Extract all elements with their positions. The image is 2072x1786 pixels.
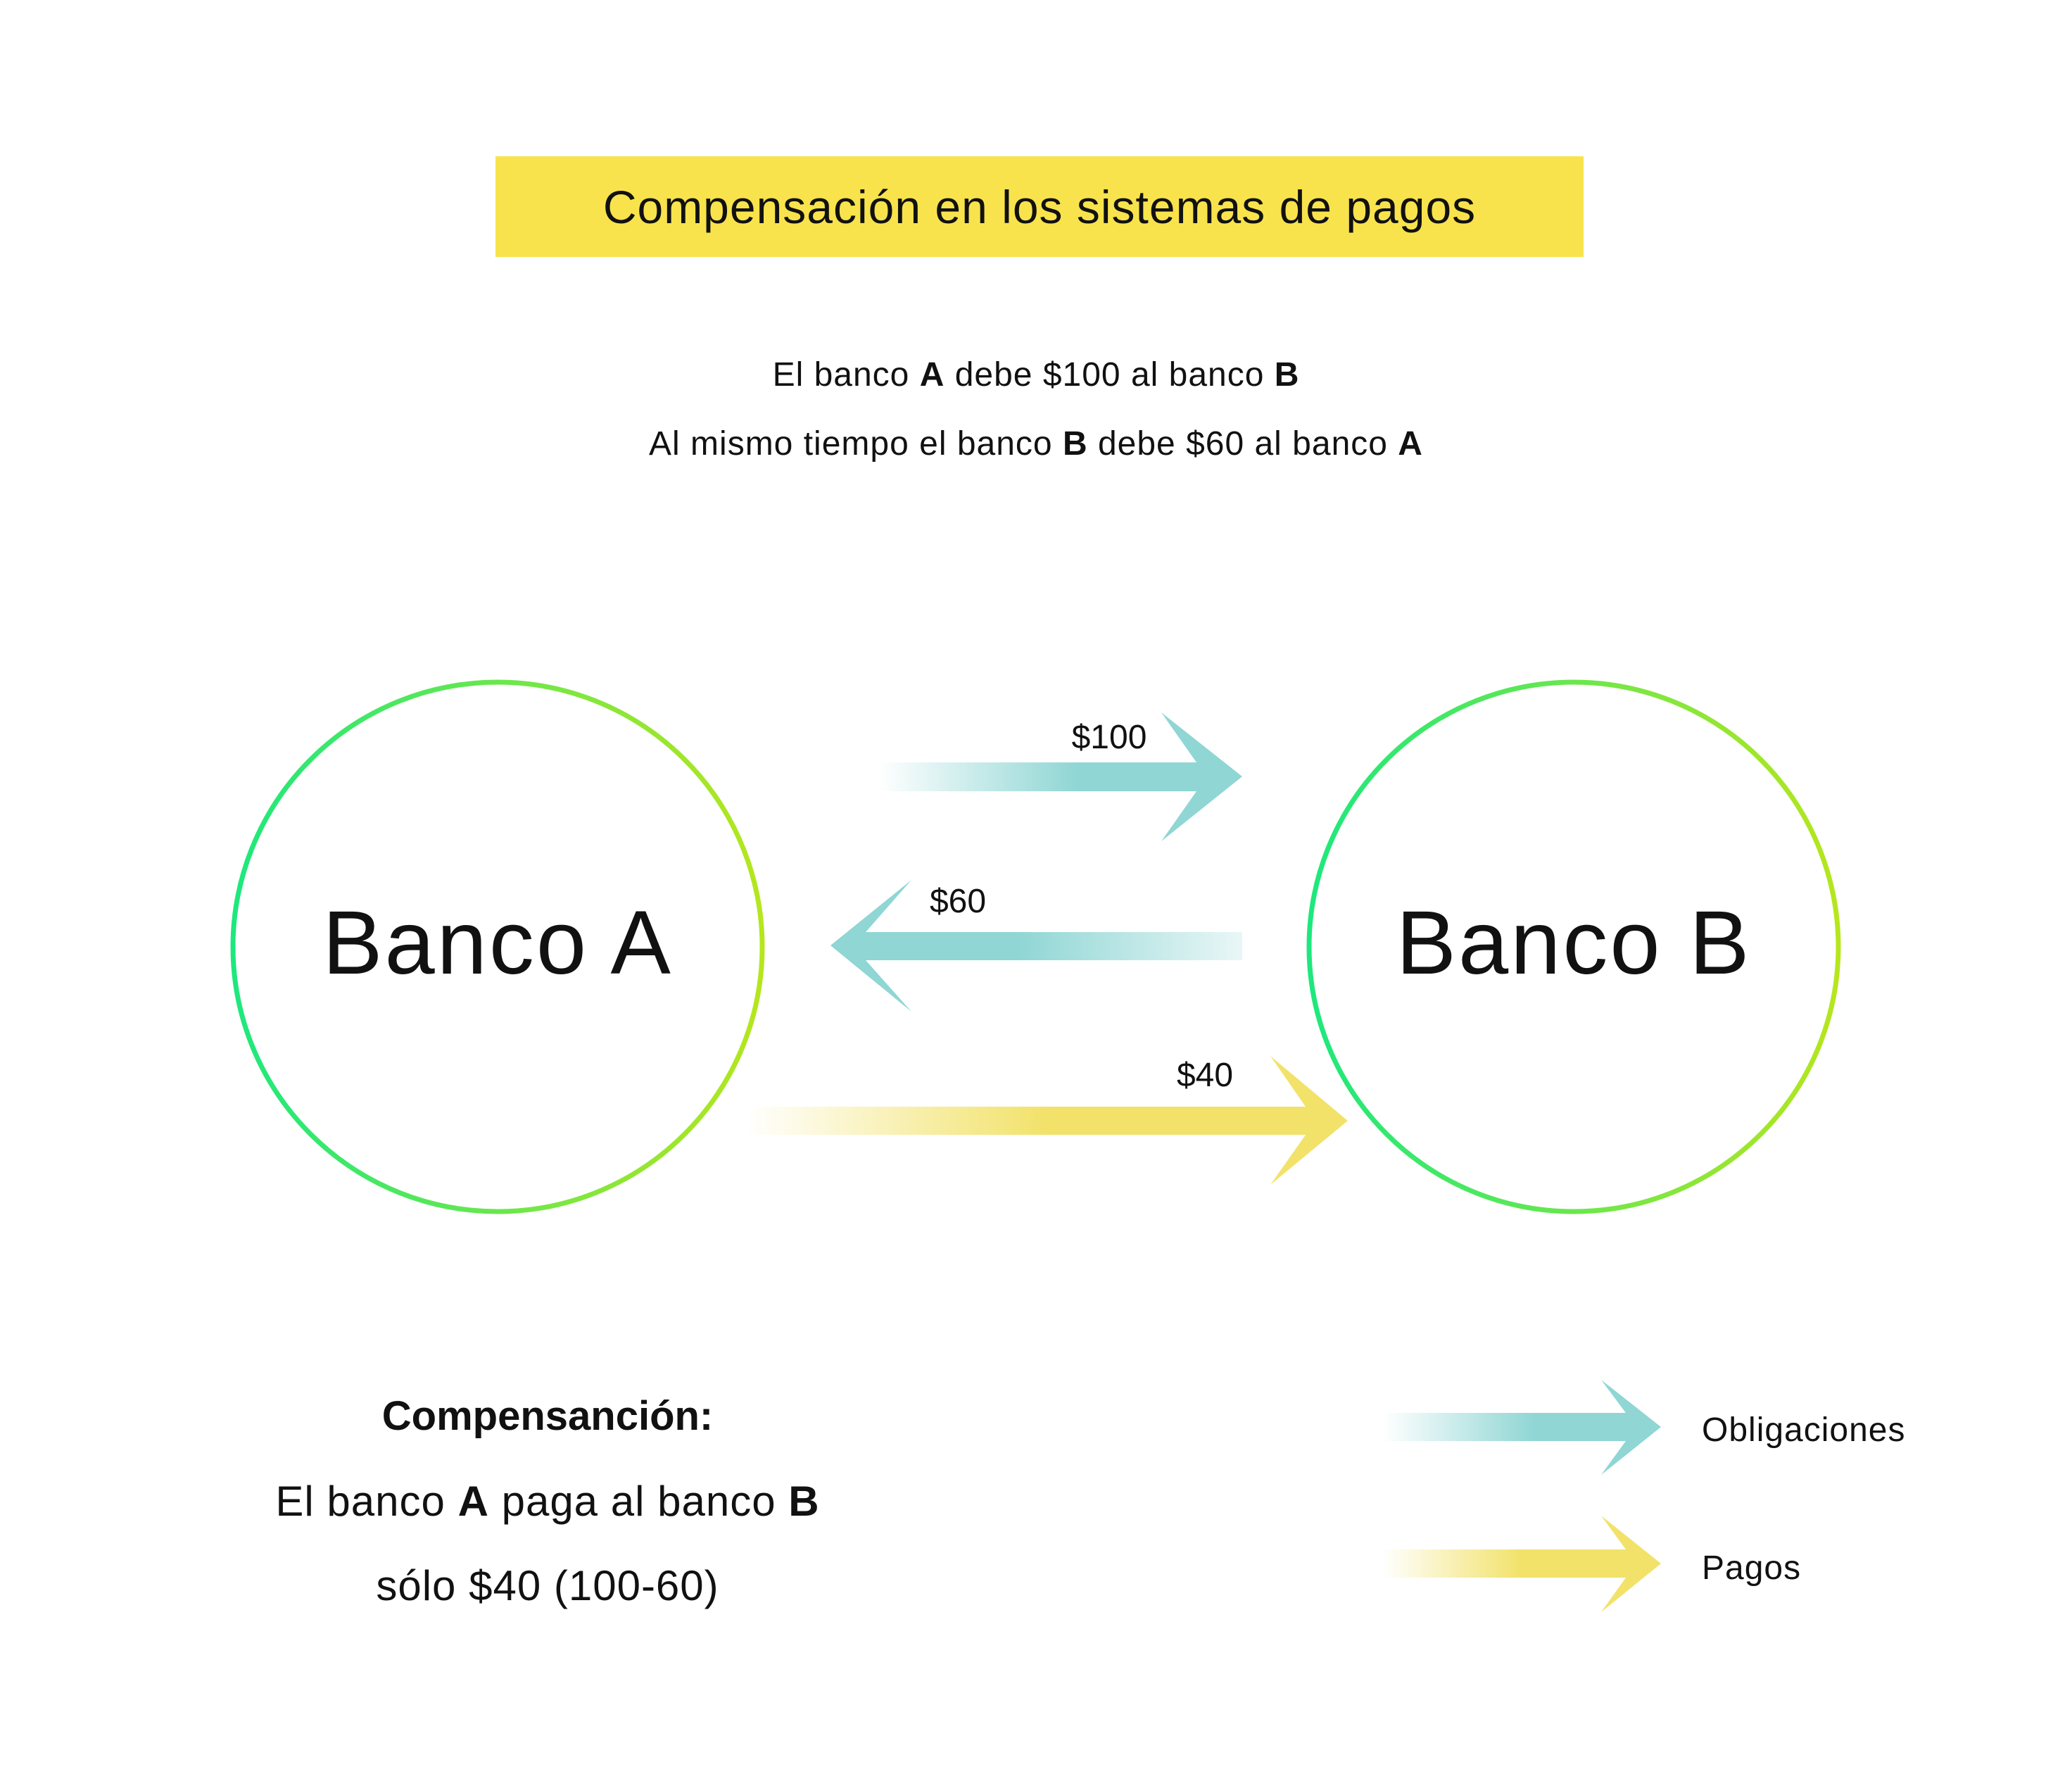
title-text: Compensación en los sistemas de pagos [602, 180, 1477, 233]
summary-line-1-text-2: paga al banco [488, 1478, 789, 1525]
statement-1-text-1: El banco [772, 356, 920, 394]
bank-a-node: Banco A [230, 679, 765, 1214]
obligation-b-to-a-label: $60 [930, 883, 986, 920]
bank-a-circle [230, 679, 765, 1214]
statement-2-text-1: Al mismo tiempo el banco [649, 425, 1063, 463]
legend-obligations-label: Obligaciones [1702, 1411, 1906, 1449]
summary-line-2: sólo $40 (100-60) [376, 1562, 719, 1609]
statement-1-text-2: debe $100 al banco [945, 356, 1275, 394]
bank-b-label: Banco B [1396, 893, 1752, 993]
legend-obligations-arrow [1383, 1380, 1661, 1475]
statement-2-bold-2: A [1398, 425, 1423, 463]
bank-b-node: Banco B [1306, 679, 1841, 1214]
summary-heading: Compensanción: [381, 1393, 714, 1439]
statement-2-bold-1: B [1062, 425, 1088, 463]
statement-1-bold-1: A [919, 356, 945, 394]
bank-b-circle [1306, 679, 1841, 1214]
payment-arrow-a-to-b: $40 [746, 1056, 1348, 1185]
obligation-arrow-b-to-a: $60 [830, 880, 1242, 1012]
legend-payments-arrow [1383, 1516, 1661, 1612]
statement-2-text-2: debe $60 al banco [1087, 425, 1398, 463]
legend-payments-label: Pagos [1702, 1549, 1802, 1587]
page-title: Compensación en los sistemas de pagos [495, 156, 1584, 257]
statement-2: Al mismo tiempo el banco B debe $60 al b… [0, 425, 2072, 463]
obligation-a-to-b-label: $100 [1072, 719, 1147, 756]
summary-line-1: El banco A paga al banco B [125, 1477, 970, 1526]
summary-line-1-bold-1: A [457, 1478, 489, 1525]
statement-1-bold-2: B [1274, 356, 1300, 394]
summary-line-1-bold-2: B [788, 1478, 820, 1525]
bank-a-label: Banco A [322, 893, 673, 993]
statement-1: El banco A debe $100 al banco B [0, 356, 2072, 394]
obligation-arrow-a-to-b: $100 [878, 712, 1242, 841]
summary-line-1-text-1: El banco [275, 1478, 458, 1525]
payment-a-to-b-label: $40 [1177, 1057, 1233, 1094]
